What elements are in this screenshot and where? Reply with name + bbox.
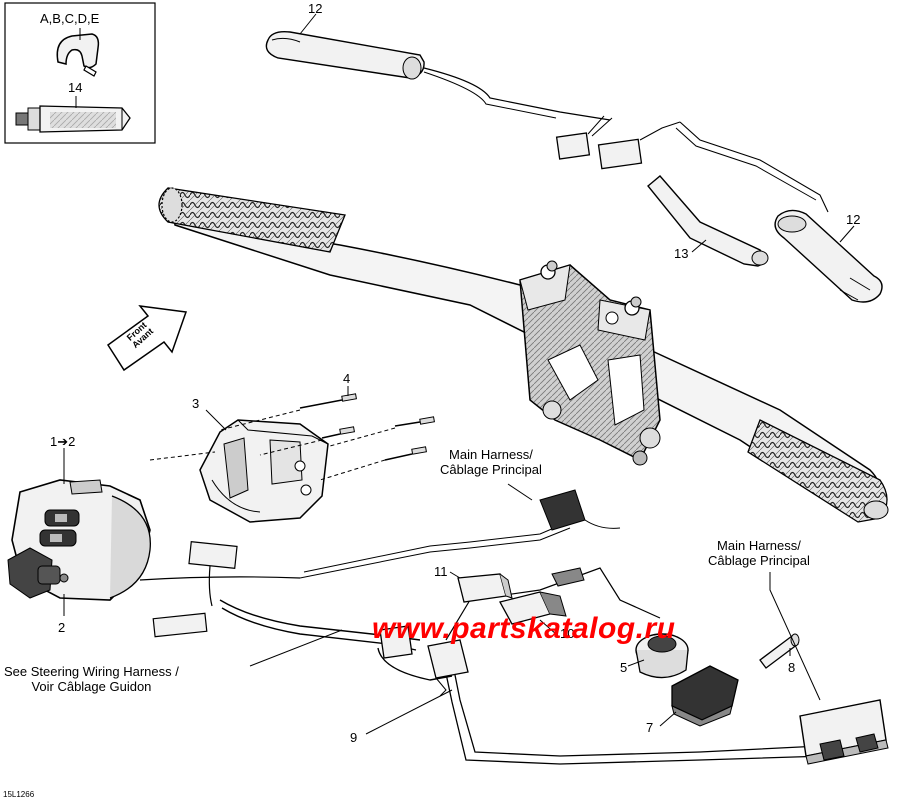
callout-14: 14 bbox=[68, 80, 83, 95]
grease-tube-icon bbox=[15, 105, 131, 133]
screws bbox=[149, 393, 435, 481]
note-steering-harness-line1: See Steering Wiring Harness / bbox=[4, 664, 179, 679]
callout-12-right: 12 bbox=[846, 212, 861, 227]
note-main-harness-2-line1: Main Harness/ bbox=[717, 538, 801, 553]
cover-cap bbox=[671, 665, 739, 727]
callout-abcde: A,B,C,D,E bbox=[40, 11, 100, 26]
bent-tube bbox=[647, 175, 769, 267]
callout-8: 8 bbox=[788, 660, 796, 675]
callout-1-2: 1➔2 bbox=[50, 434, 76, 449]
pin bbox=[759, 633, 800, 669]
callout-13: 13 bbox=[674, 246, 689, 261]
note-steering-harness-line2: Voir Câblage Guidon bbox=[31, 679, 152, 694]
callout-9: 9 bbox=[350, 730, 358, 745]
heating-element-top bbox=[265, 30, 611, 121]
note-steering-harness: See Steering Wiring Harness / Voir Câbla… bbox=[4, 664, 179, 694]
switch-housing bbox=[199, 419, 329, 523]
callout-4: 4 bbox=[343, 371, 351, 386]
retainer-clip-icon bbox=[56, 33, 100, 77]
inset-box bbox=[4, 2, 156, 144]
callout-11: 11 bbox=[434, 564, 448, 579]
callout-2: 2 bbox=[58, 620, 66, 635]
handlebar-riser bbox=[519, 260, 661, 466]
wiring-harness bbox=[139, 489, 889, 765]
front-direction-arrow bbox=[106, 305, 188, 372]
callout-7: 7 bbox=[646, 720, 654, 735]
note-main-harness-1-line2: Câblage Principal bbox=[440, 462, 542, 477]
callout-3: 3 bbox=[192, 396, 200, 411]
switch-module bbox=[7, 479, 151, 601]
watermark: www.partskatalog.ru bbox=[372, 612, 676, 645]
heating-element-right bbox=[774, 209, 883, 303]
callout-12-top: 12 bbox=[308, 1, 323, 16]
knob bbox=[635, 633, 689, 679]
note-main-harness-2: Main Harness/ Câblage Principal bbox=[708, 538, 810, 568]
callout-10: 10 bbox=[560, 626, 575, 641]
note-main-harness-2-line2: Câblage Principal bbox=[708, 553, 810, 568]
leader-lines bbox=[63, 13, 855, 735]
note-main-harness-1-line1: Main Harness/ bbox=[449, 447, 533, 462]
figure-code: 15L1266 bbox=[3, 790, 35, 799]
callout-5: 5 bbox=[620, 660, 628, 675]
note-main-harness-1: Main Harness/ Câblage Principal bbox=[440, 447, 542, 477]
connector-pair-top bbox=[555, 115, 829, 213]
